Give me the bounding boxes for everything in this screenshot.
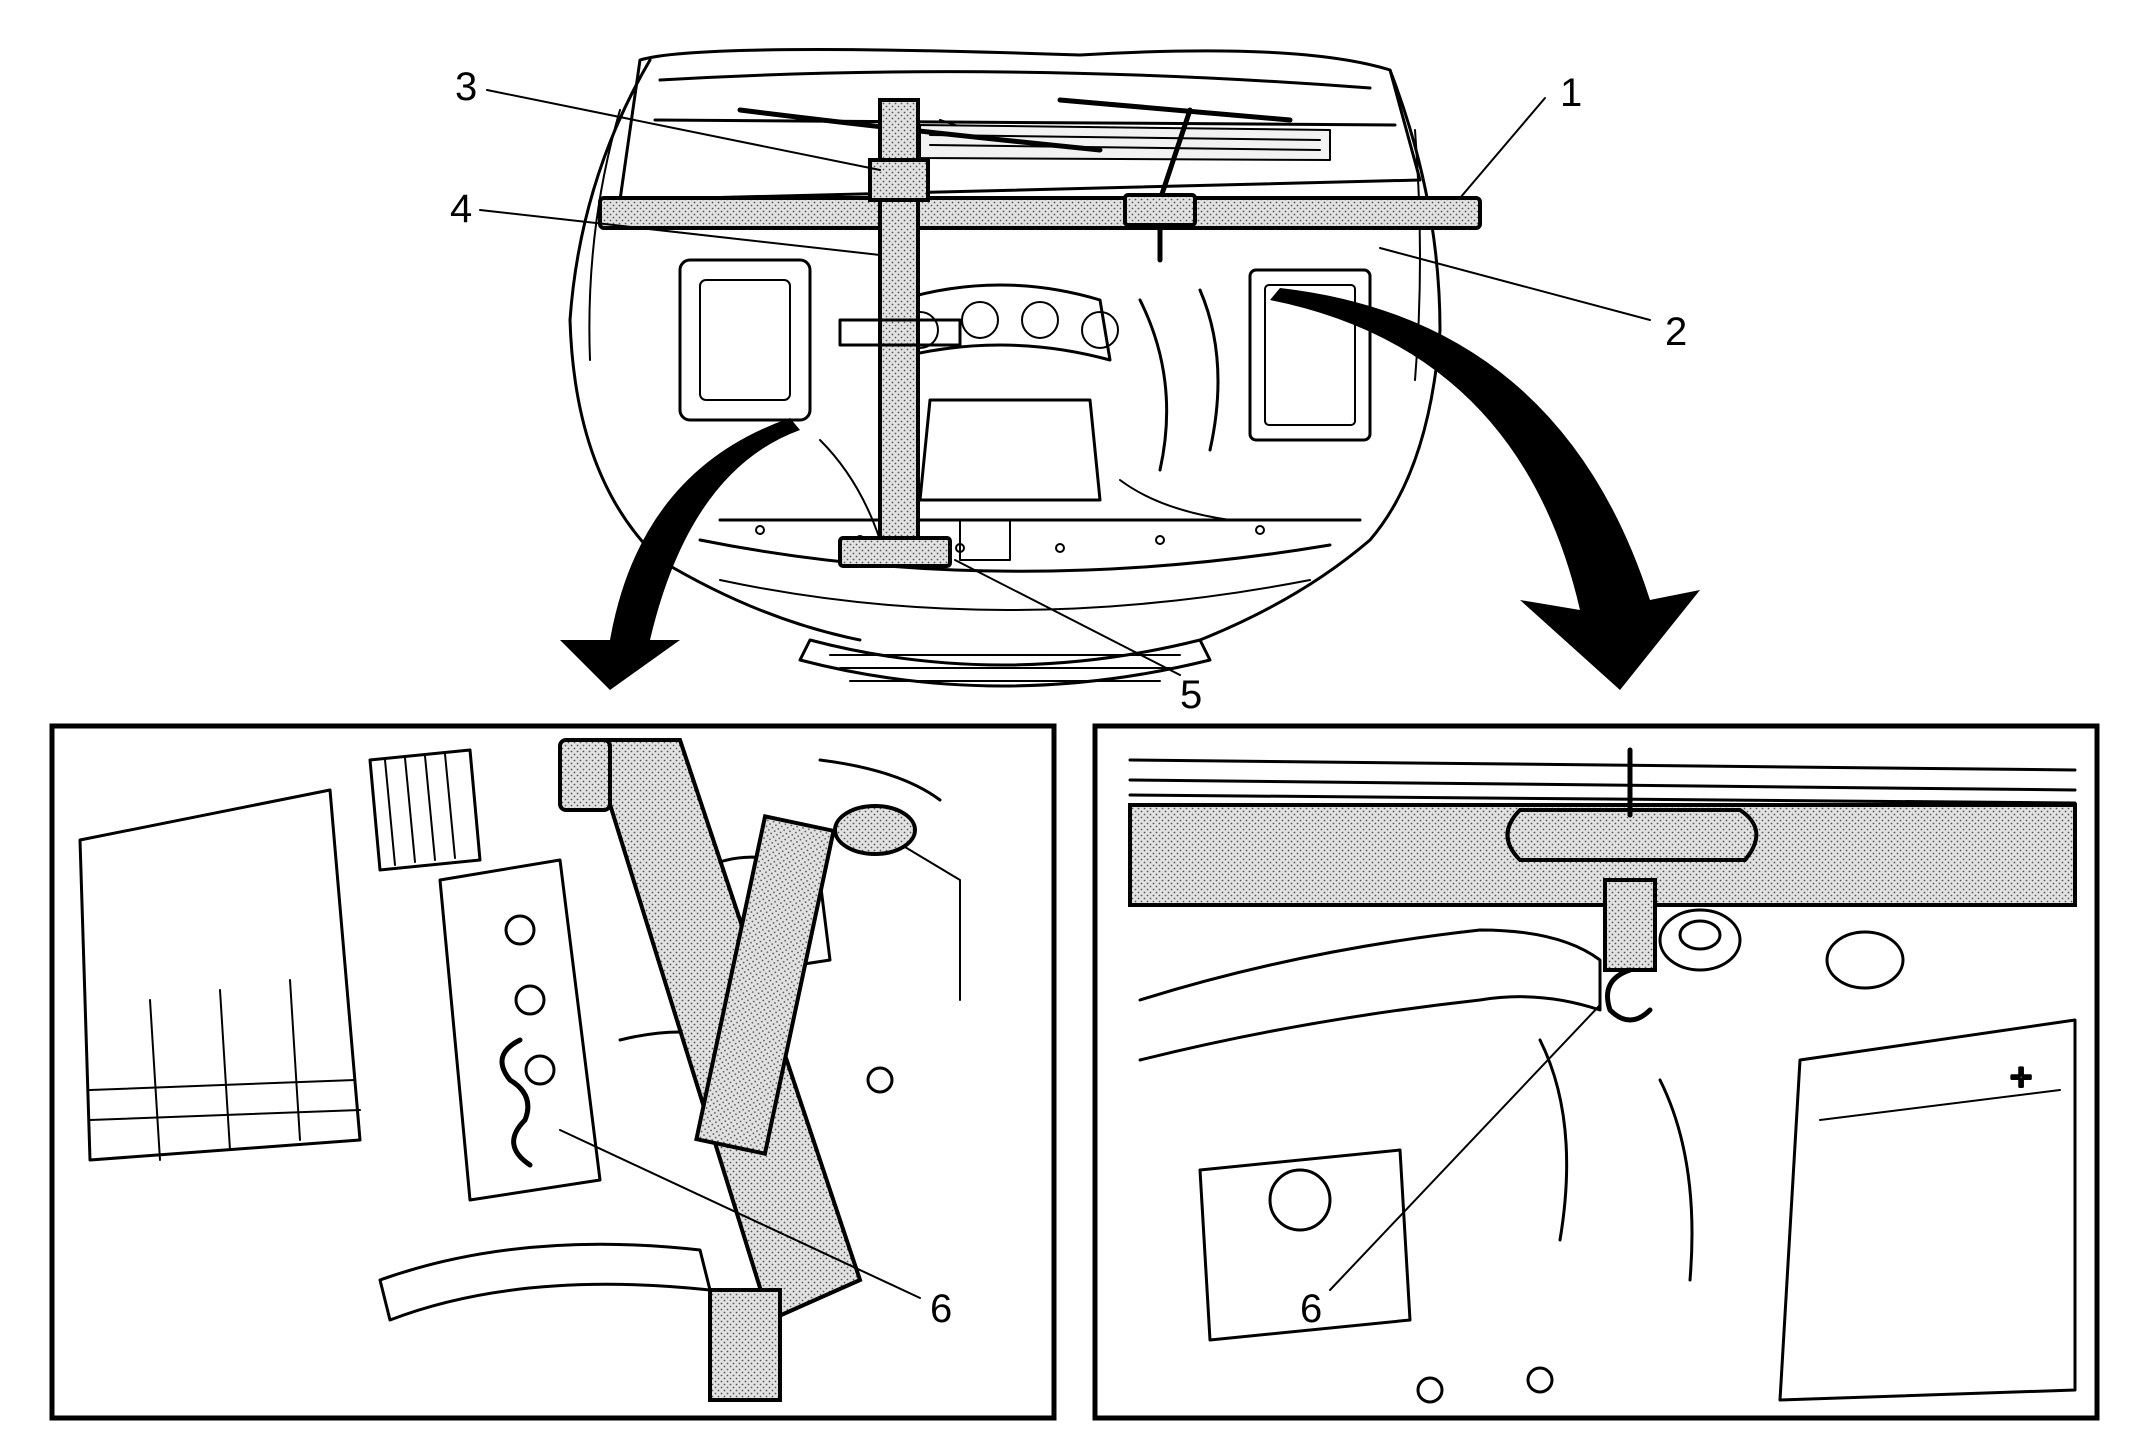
callout-1: 1 (1560, 71, 1582, 115)
right-tool-clamp (1505, 808, 1759, 862)
callout-3: 3 (455, 65, 477, 109)
leader-lines (479, 89, 1651, 676)
raised-hood (618, 48, 1422, 202)
right-tool-hook-post (1603, 878, 1657, 972)
callout-2: 2 (1665, 310, 1687, 354)
left-tool-hook-bracket (558, 738, 612, 812)
vehicle-body-outline (568, 58, 1442, 688)
left-detail-view: 6 (49, 723, 1057, 1421)
battery-plus-icon: + (2010, 1057, 2032, 1099)
overview-view: 3 4 1 2 5 (450, 48, 1700, 717)
callout-5: 5 (1180, 673, 1202, 717)
callout-6-left: 6 (930, 1287, 952, 1331)
arrow-to-right-detail (1270, 288, 1700, 690)
left-tool-foot (708, 1288, 782, 1402)
right-detail-view: + 6 (1092, 723, 2100, 1421)
callout-4: 4 (450, 187, 472, 231)
left-tool-post (694, 813, 836, 1157)
support-foot (838, 536, 952, 568)
support-leg-bracket (868, 158, 930, 202)
callout-6-right: 6 (1300, 1287, 1322, 1331)
arrow-to-left-detail (560, 418, 800, 690)
support-hook-collar (1123, 193, 1197, 227)
support-strut (838, 318, 962, 347)
support-crossbar (598, 196, 1482, 230)
engine-compartment (678, 258, 1372, 561)
left-tool-post-cap (833, 804, 917, 856)
